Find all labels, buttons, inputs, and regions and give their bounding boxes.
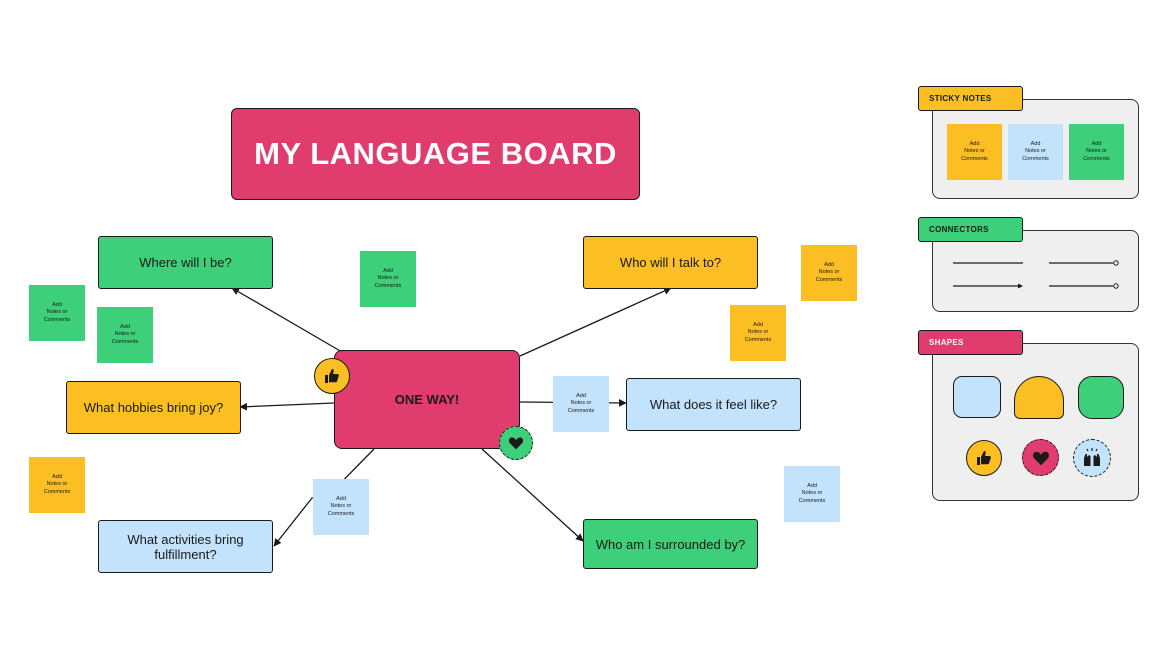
connector-talk: [519, 287, 672, 357]
heart-icon: [1032, 451, 1049, 465]
node-activities-label: What activities bring fulfillment?: [127, 531, 244, 562]
shape-arch[interactable]: [1014, 376, 1064, 419]
connectors-panel: [932, 230, 1139, 312]
thumbs-up-icon: [325, 369, 339, 383]
node-where[interactable]: Where will I be?: [98, 236, 273, 289]
node-hobbies[interactable]: What hobbies bring joy?: [66, 381, 241, 434]
node-feel-label: What does it feel like?: [649, 397, 778, 412]
center-node-label: ONE WAY!: [394, 392, 460, 407]
connector-surrounded: [481, 448, 584, 542]
connector-where: [231, 287, 343, 353]
center-node[interactable]: ONE WAY!: [334, 350, 520, 449]
shape-thumbs-up-badge[interactable]: [966, 440, 1002, 476]
shape-raised-hands-badge[interactable]: [1073, 439, 1111, 477]
shapes-tab[interactable]: SHAPES: [918, 330, 1023, 355]
shapes-panel: [932, 343, 1139, 501]
sticky-notes-tab-label: STICKY NOTES: [929, 94, 992, 103]
heart-badge[interactable]: [499, 426, 533, 460]
connector-samples: [953, 260, 1119, 289]
sticky-notes-tab[interactable]: STICKY NOTES: [918, 86, 1023, 111]
node-surrounded-label: Who am I surrounded by?: [595, 536, 746, 552]
thumbs-up-icon: [977, 451, 991, 465]
connector-hobbies: [239, 402, 335, 411]
heart-icon: [508, 437, 524, 450]
node-where-label: Where will I be?: [139, 255, 232, 270]
board-title[interactable]: MY LANGUAGE BOARD: [231, 108, 640, 200]
node-feel[interactable]: What does it feel like?: [626, 378, 801, 431]
connector-circle-end-dot: [1113, 260, 1119, 266]
shape-octagon[interactable]: [1078, 376, 1124, 419]
connector-circle-end-2-dot: [1113, 283, 1119, 289]
shape-heart-badge[interactable]: [1022, 439, 1059, 476]
connectors-tab[interactable]: CONNECTORS: [918, 217, 1023, 242]
node-activities[interactable]: What activities bring fulfillment?: [98, 520, 273, 573]
connectors-tab-label: CONNECTORS: [929, 225, 989, 234]
node-talk-label: Who will I talk to?: [619, 255, 722, 270]
node-surrounded[interactable]: Who am I surrounded by?: [583, 519, 758, 569]
board-title-text: MY LANGUAGE BOARD: [254, 136, 617, 171]
node-talk[interactable]: Who will I talk to?: [583, 236, 758, 289]
node-hobbies-label: What hobbies bring joy?: [83, 400, 224, 415]
connector-arrow-head: [1018, 283, 1023, 289]
shape-rounded-rect[interactable]: [953, 376, 1001, 418]
raised-hands-icon: [1084, 448, 1100, 466]
shapes-tab-label: SHAPES: [929, 338, 964, 347]
thumbs-up-badge[interactable]: [314, 358, 350, 394]
